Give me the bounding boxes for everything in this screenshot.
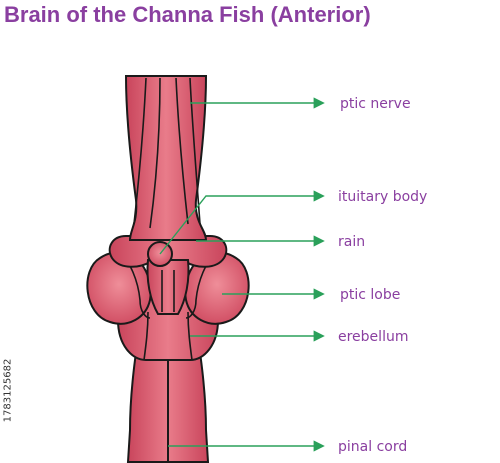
- label-pituitary-body: ituitary body: [338, 189, 428, 205]
- stock-image-id: 1783125682: [2, 358, 14, 423]
- label-brain: rain: [338, 234, 366, 250]
- diagram-title: Brain of the Channa Fish (Anterior): [4, 2, 371, 27]
- label-cerebellum: erebellum: [338, 329, 409, 345]
- label-spinal-cord: pinal cord: [338, 439, 408, 455]
- optic-nerve: [124, 75, 208, 241]
- pointer-lines: [159, 97, 325, 452]
- label-optic-nerve: ptic nerve: [340, 96, 411, 112]
- label-optic-lobe: ptic lobe: [340, 287, 401, 303]
